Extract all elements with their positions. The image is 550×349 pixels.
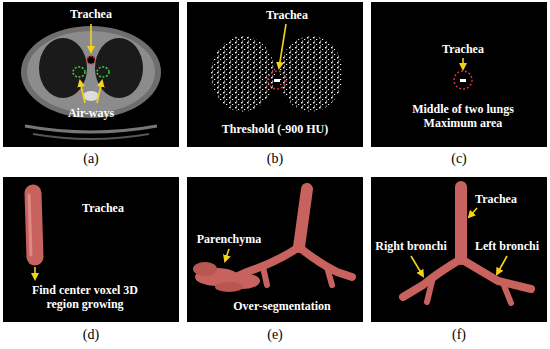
image-panel: TracheaMiddle of two lungs Maximum area	[371, 2, 547, 147]
panel-caption: (a)	[83, 151, 99, 167]
panel-label: Trachea	[475, 192, 517, 206]
panel-label: Air-ways	[68, 106, 114, 120]
panel-label: Right bronchi	[375, 239, 446, 253]
panel-label: Over-segmentation	[233, 299, 331, 313]
over-segmented-tree	[187, 177, 363, 322]
image-panel: TracheaFind center voxel 3D region growi…	[3, 177, 179, 322]
panel-label: Threshold (-900 HU)	[222, 122, 328, 136]
panel-caption: (b)	[267, 151, 283, 167]
panel-label: Find center voxel 3D region growing	[29, 283, 141, 311]
image-panel: ParenchymaOver-segmentation	[187, 177, 363, 322]
panel-label: Trachea	[82, 201, 124, 215]
panel-label: Left bronchi	[475, 239, 539, 253]
panel-label: Parenchyma	[197, 232, 261, 246]
panel-label: Trachea	[442, 42, 484, 56]
panel-label: Trachea	[70, 7, 112, 21]
trachea-detection	[371, 2, 547, 147]
image-panel: TracheaAir-ways	[3, 2, 179, 147]
image-panel: TracheaRight bronchi Left bronchi	[371, 177, 547, 322]
panel-label: Middle of two lungs Maximum area	[398, 102, 528, 130]
ct-slice	[3, 2, 179, 147]
trachea-tube	[3, 177, 179, 322]
segmented-airway-tree	[371, 177, 547, 322]
panel-caption: (c)	[451, 151, 467, 167]
image-panel: TracheaThreshold (-900 HU)	[187, 2, 363, 147]
threshold-image	[187, 2, 363, 147]
panel-caption: (f)	[452, 327, 466, 343]
panel-label: Trachea	[266, 8, 308, 22]
panel-caption: (d)	[83, 327, 99, 343]
panel-caption: (e)	[267, 327, 283, 343]
